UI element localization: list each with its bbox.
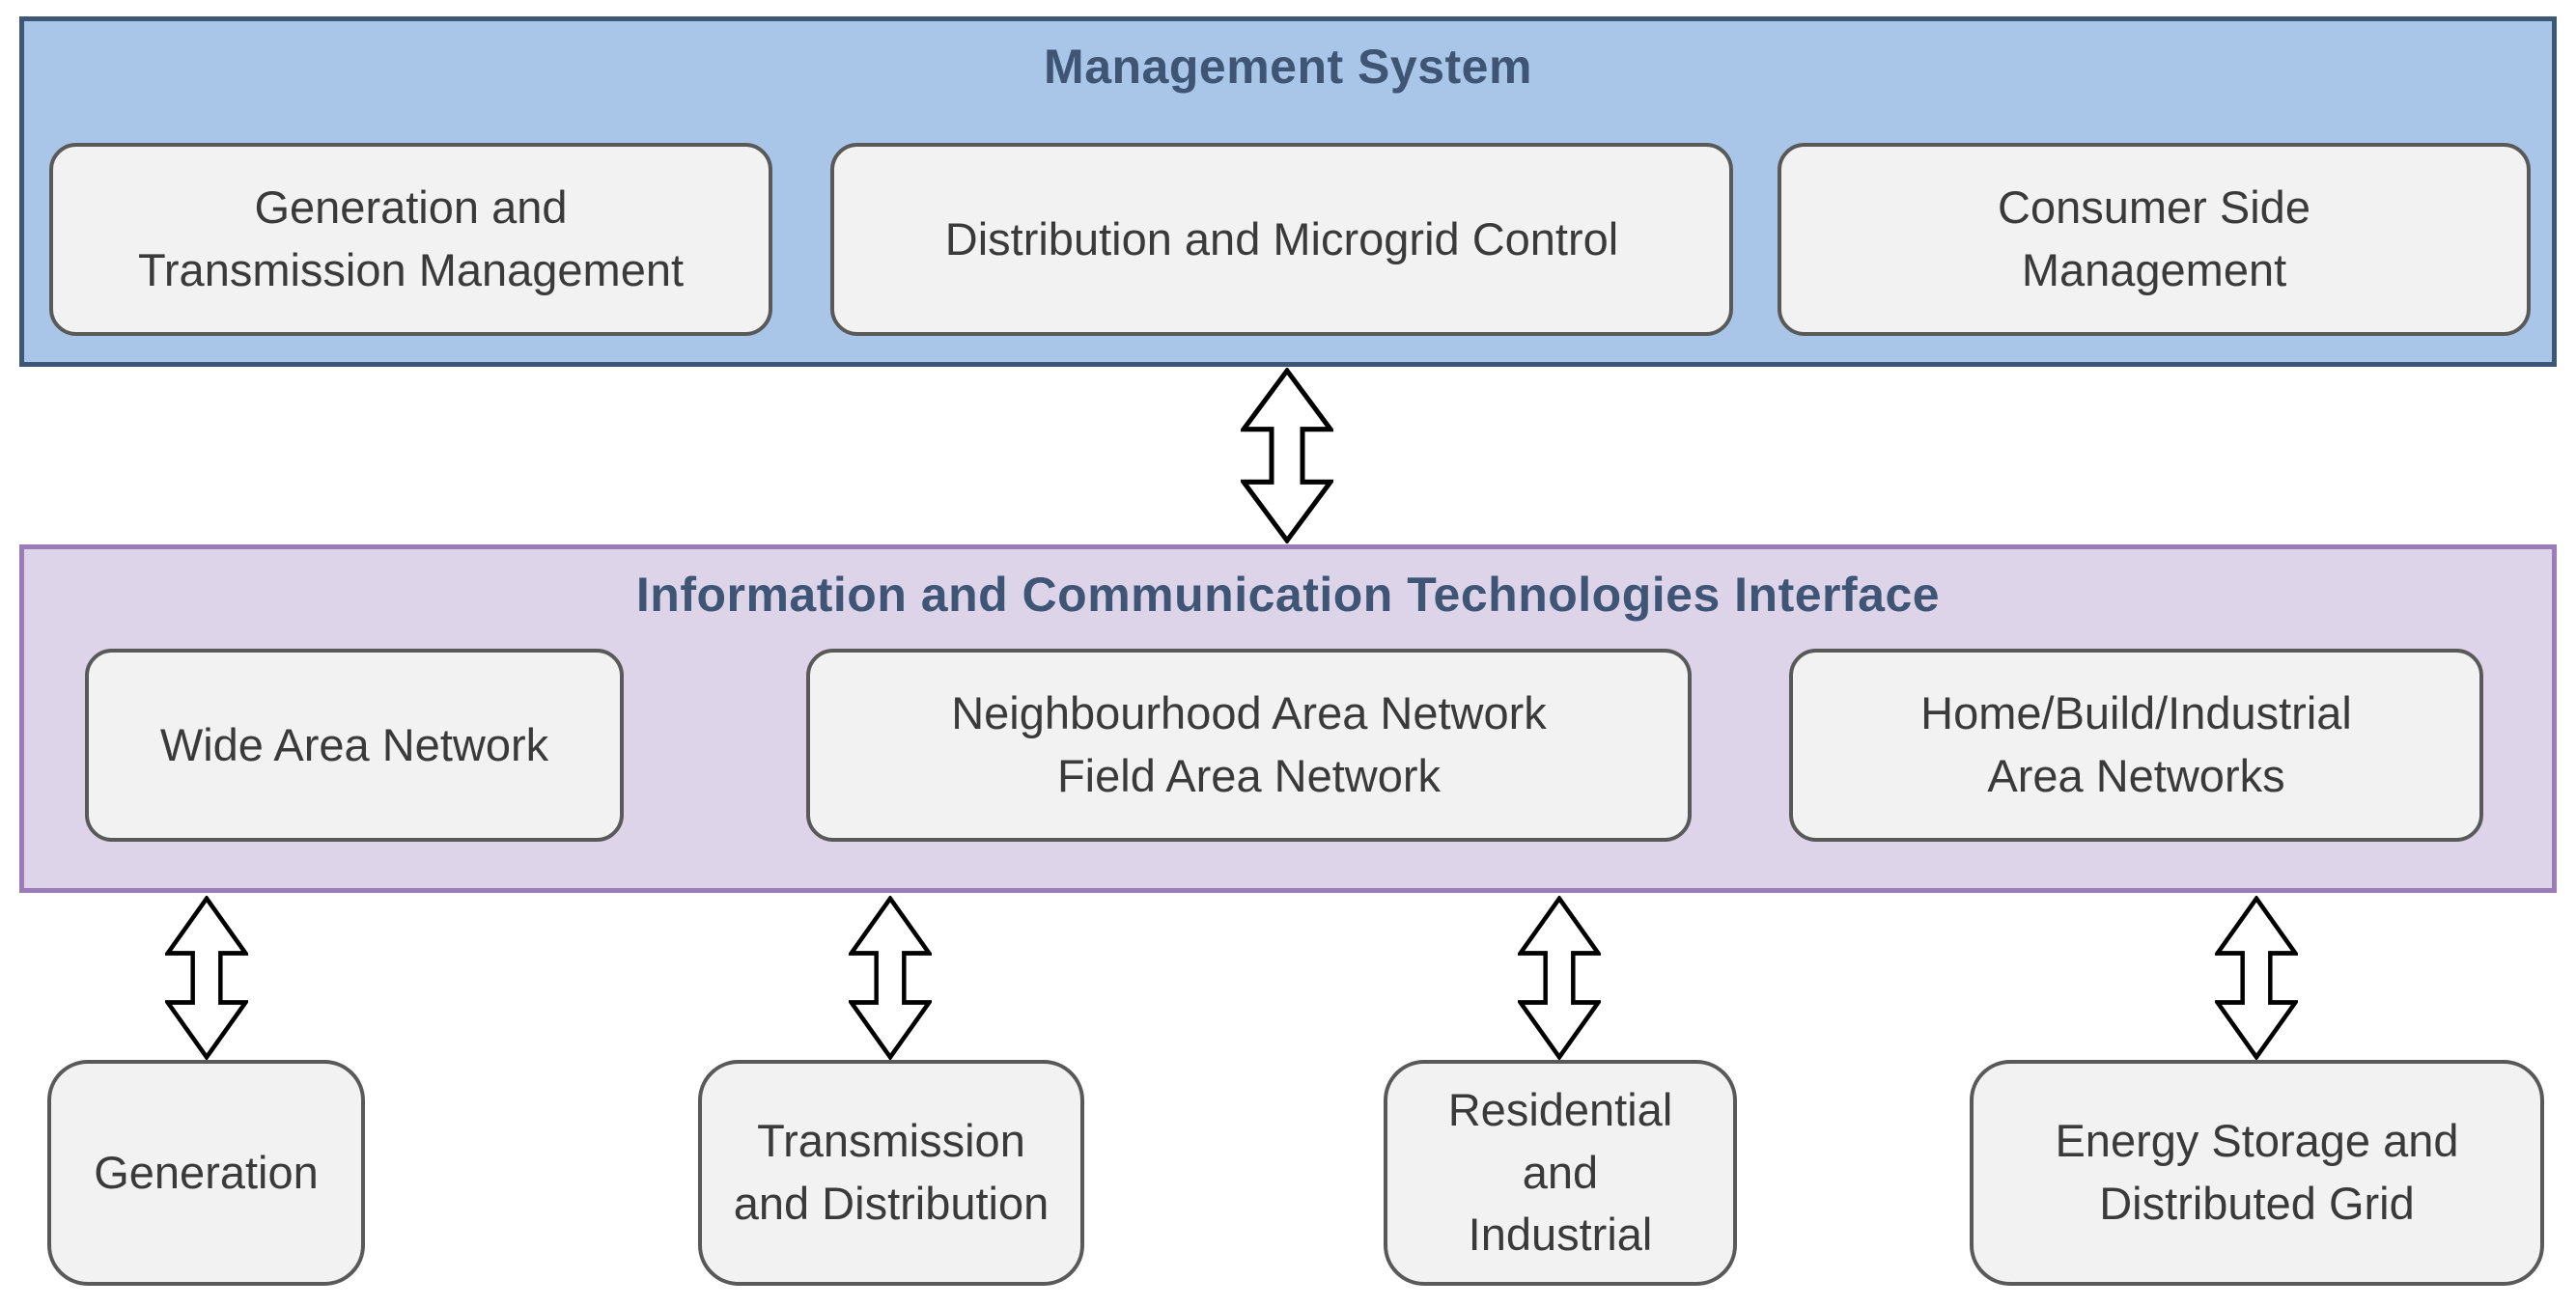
generation-transmission-management-box: Generation and Transmission Management	[49, 143, 772, 336]
double-arrow-icon	[2215, 896, 2298, 1060]
box-label: Generation and Transmission Management	[137, 181, 685, 295]
box-label: Transmission and Distribution	[733, 1115, 1050, 1229]
residential-industrial-box: Residential and Industrial	[1384, 1060, 1737, 1286]
double-arrow-icon	[1518, 896, 1601, 1060]
box-label: Wide Area Network	[159, 718, 549, 770]
box-label: Neighbourhood Area Network Field Area Ne…	[951, 687, 1547, 801]
double-arrow-icon	[1241, 368, 1333, 543]
box-label: Residential and Industrial	[1447, 1083, 1673, 1261]
double-arrow-icon	[165, 896, 248, 1060]
box-label: Energy Storage and Distributed Grid	[2055, 1115, 2459, 1229]
box-label: Home/Build/Industrial Area Networks	[1920, 687, 2352, 801]
box-label: Generation	[94, 1146, 319, 1198]
box-label: Consumer Side Management	[1998, 181, 2310, 295]
neighbourhood-field-area-network-box: Neighbourhood Area Network Field Area Ne…	[806, 649, 1692, 842]
double-arrow-icon	[849, 896, 932, 1060]
transmission-distribution-box: Transmission and Distribution	[698, 1060, 1084, 1286]
management-system-title: Management System	[1044, 40, 1532, 94]
consumer-side-management-box: Consumer Side Management	[1778, 143, 2531, 336]
energy-storage-distributed-grid-box: Energy Storage and Distributed Grid	[1970, 1060, 2544, 1286]
home-build-industrial-area-networks-box: Home/Build/Industrial Area Networks	[1789, 649, 2483, 842]
ict-interface-title: Information and Communication Technologi…	[635, 568, 1941, 622]
generation-box: Generation	[47, 1060, 365, 1286]
box-label: Distribution and Microgrid Control	[944, 212, 1619, 264]
wide-area-network-box: Wide Area Network	[85, 649, 624, 842]
distribution-microgrid-control-box: Distribution and Microgrid Control	[830, 143, 1733, 336]
